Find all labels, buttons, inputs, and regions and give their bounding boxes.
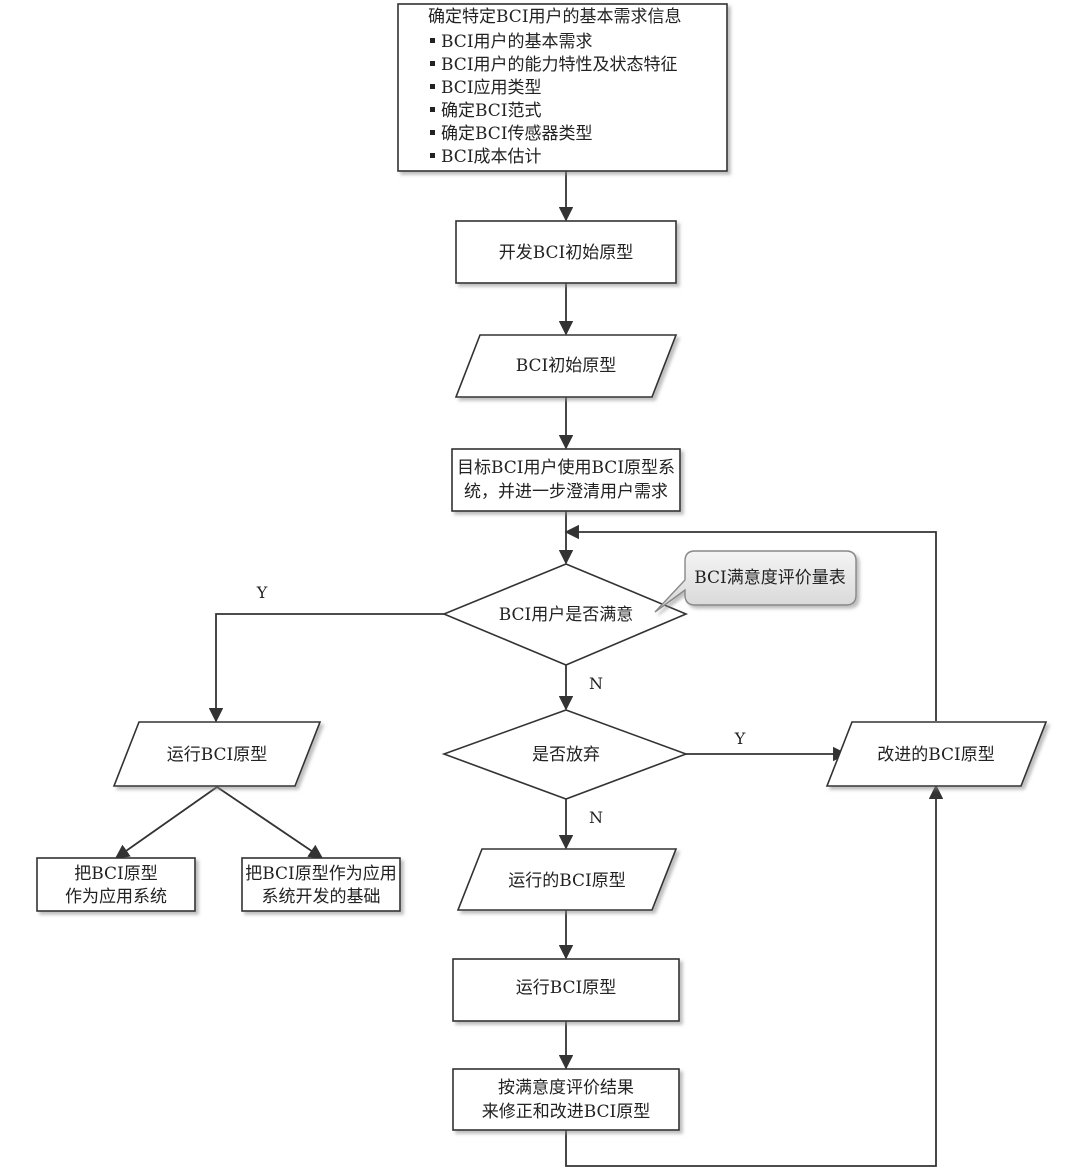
use-as-app-frame	[36, 857, 196, 912]
use-as-basis-line-1: 把BCI原型作为应用	[245, 864, 397, 884]
satisfied-decision: BCI用户是否满意	[441, 563, 689, 666]
callout-bubble	[654, 550, 857, 613]
satisfied-decision-frame	[441, 563, 689, 666]
bullet-icon	[430, 153, 435, 158]
user-trial-box: 目标BCI用户使用BCI原型系 统，并进一步澄清用户需求	[451, 448, 681, 512]
requirements-box-frame	[397, 3, 728, 172]
running-prototype-frame	[456, 848, 678, 911]
bullet-icon	[430, 61, 435, 66]
arrow-improved-loopback	[564, 524, 937, 721]
running-prototype-label: 运行的BCI原型	[508, 871, 626, 891]
label-no-satisfied: N	[589, 674, 603, 693]
use-as-app-box: 把BCI原型 作为应用系统	[36, 857, 196, 912]
arrow-run-to-basis	[216, 786, 324, 859]
user-trial-line-1: 目标BCI用户使用BCI原型系	[457, 457, 675, 478]
abandon-decision-frame	[441, 709, 689, 800]
requirements-item: BCI用户的基本需求	[441, 32, 593, 52]
revise-line-1: 按满意度评价结果	[498, 1078, 634, 1098]
develop-initial-label: 开发BCI初始原型	[499, 243, 634, 263]
use-as-app-line-2: 作为应用系统	[65, 887, 167, 907]
arrow-revise-to-improved	[565, 784, 944, 1167]
improved-prototype-data: 改进的BCI原型	[825, 721, 1048, 787]
requirements-item: 确定BCI传感器类型	[441, 124, 593, 144]
label-yes-abandon: Y	[734, 729, 746, 748]
bullet-icon	[430, 130, 435, 135]
user-trial-line-2: 统，并进一步澄清用户需求	[464, 482, 668, 502]
satisfaction-scale-label: BCI满意度评价量表	[694, 568, 846, 588]
bullet-icon	[430, 107, 435, 112]
label-yes-satisfied: Y	[256, 583, 268, 602]
satisfaction-scale-callout: BCI满意度评价量表	[654, 550, 857, 613]
satisfied-decision-label: BCI用户是否满意	[499, 605, 634, 625]
requirements-item: BCI用户的能力特性及状态特征	[441, 55, 678, 75]
run-prototype-left-label: 运行BCI原型	[167, 745, 268, 765]
initial-prototype-data: BCI初始原型	[454, 334, 678, 398]
run-prototype-left: 运行BCI原型	[112, 721, 322, 787]
requirements-item: BCI应用类型	[441, 78, 542, 98]
arrow-satisfied-yes	[208, 613, 444, 723]
use-as-basis-line-2: 系统开发的基础	[262, 887, 381, 907]
run-prototype-center-label: 运行BCI原型	[516, 978, 617, 998]
requirements-list: BCI用户的基本需求 BCI用户的能力特性及状态特征 BCI应用类型 确定BCI…	[430, 32, 678, 167]
revise-frame	[452, 1068, 680, 1131]
requirements-box: 确定特定BCI用户的基本需求信息 BCI用户的基本需求 BCI用户的能力特性及状…	[397, 3, 728, 172]
requirements-title: 确定特定BCI用户的基本需求信息	[428, 7, 682, 27]
requirements-item: BCI成本估计	[441, 147, 542, 167]
improved-prototype-frame	[825, 721, 1048, 787]
connectors	[114, 171, 944, 1167]
initial-prototype-frame	[454, 334, 678, 398]
running-prototype-data: 运行的BCI原型	[456, 848, 678, 911]
develop-initial-box: 开发BCI初始原型	[455, 220, 677, 284]
initial-prototype-label: BCI初始原型	[516, 356, 617, 376]
use-as-app-line-1: 把BCI原型	[74, 864, 158, 884]
revise-box: 按满意度评价结果 来修正和改进BCI原型	[452, 1068, 680, 1131]
run-prototype-center-frame	[452, 958, 680, 1022]
develop-initial-frame	[455, 220, 677, 284]
user-trial-frame	[451, 448, 681, 512]
use-as-basis-box: 把BCI原型作为应用 系统开发的基础	[241, 857, 401, 912]
arrow-run-to-app	[114, 786, 218, 859]
bullet-icon	[430, 38, 435, 43]
abandon-decision-label: 是否放弃	[532, 745, 600, 765]
use-as-basis-frame	[241, 857, 401, 912]
label-no-abandon: N	[589, 808, 603, 827]
bullet-icon	[430, 84, 435, 89]
run-prototype-center: 运行BCI原型	[452, 958, 680, 1022]
abandon-decision: 是否放弃	[441, 709, 689, 800]
revise-line-2: 来修正和改进BCI原型	[482, 1102, 651, 1122]
run-prototype-left-frame	[112, 721, 322, 787]
improved-prototype-label: 改进的BCI原型	[877, 745, 995, 765]
requirements-item: 确定BCI范式	[441, 101, 542, 121]
